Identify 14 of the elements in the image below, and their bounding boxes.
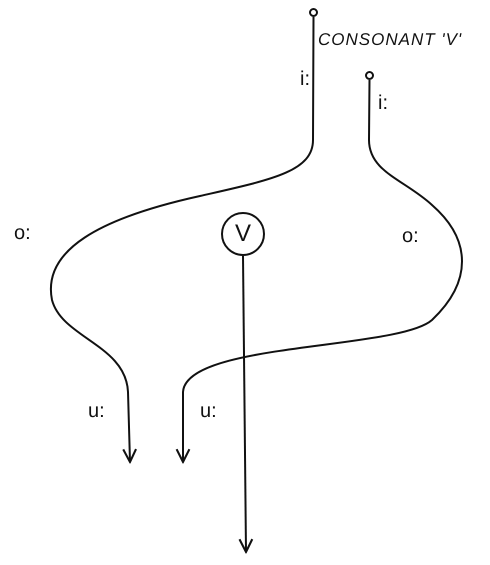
title: CONSONANT 'V' bbox=[318, 30, 462, 50]
vowel-label: i: bbox=[300, 68, 310, 90]
start-circle bbox=[365, 71, 374, 80]
vowel-label: u: bbox=[200, 400, 217, 422]
arrow bbox=[238, 256, 254, 554]
arrow bbox=[50, 17, 314, 464]
arrow bbox=[176, 80, 463, 464]
start-circle bbox=[309, 8, 318, 17]
vowel-label: i: bbox=[378, 92, 388, 114]
vowel-label: o: bbox=[402, 225, 419, 247]
vowel-label: o: bbox=[14, 222, 31, 244]
node-label: V bbox=[234, 220, 251, 248]
vowel-label: u: bbox=[88, 400, 105, 422]
letter-circle bbox=[221, 212, 265, 256]
